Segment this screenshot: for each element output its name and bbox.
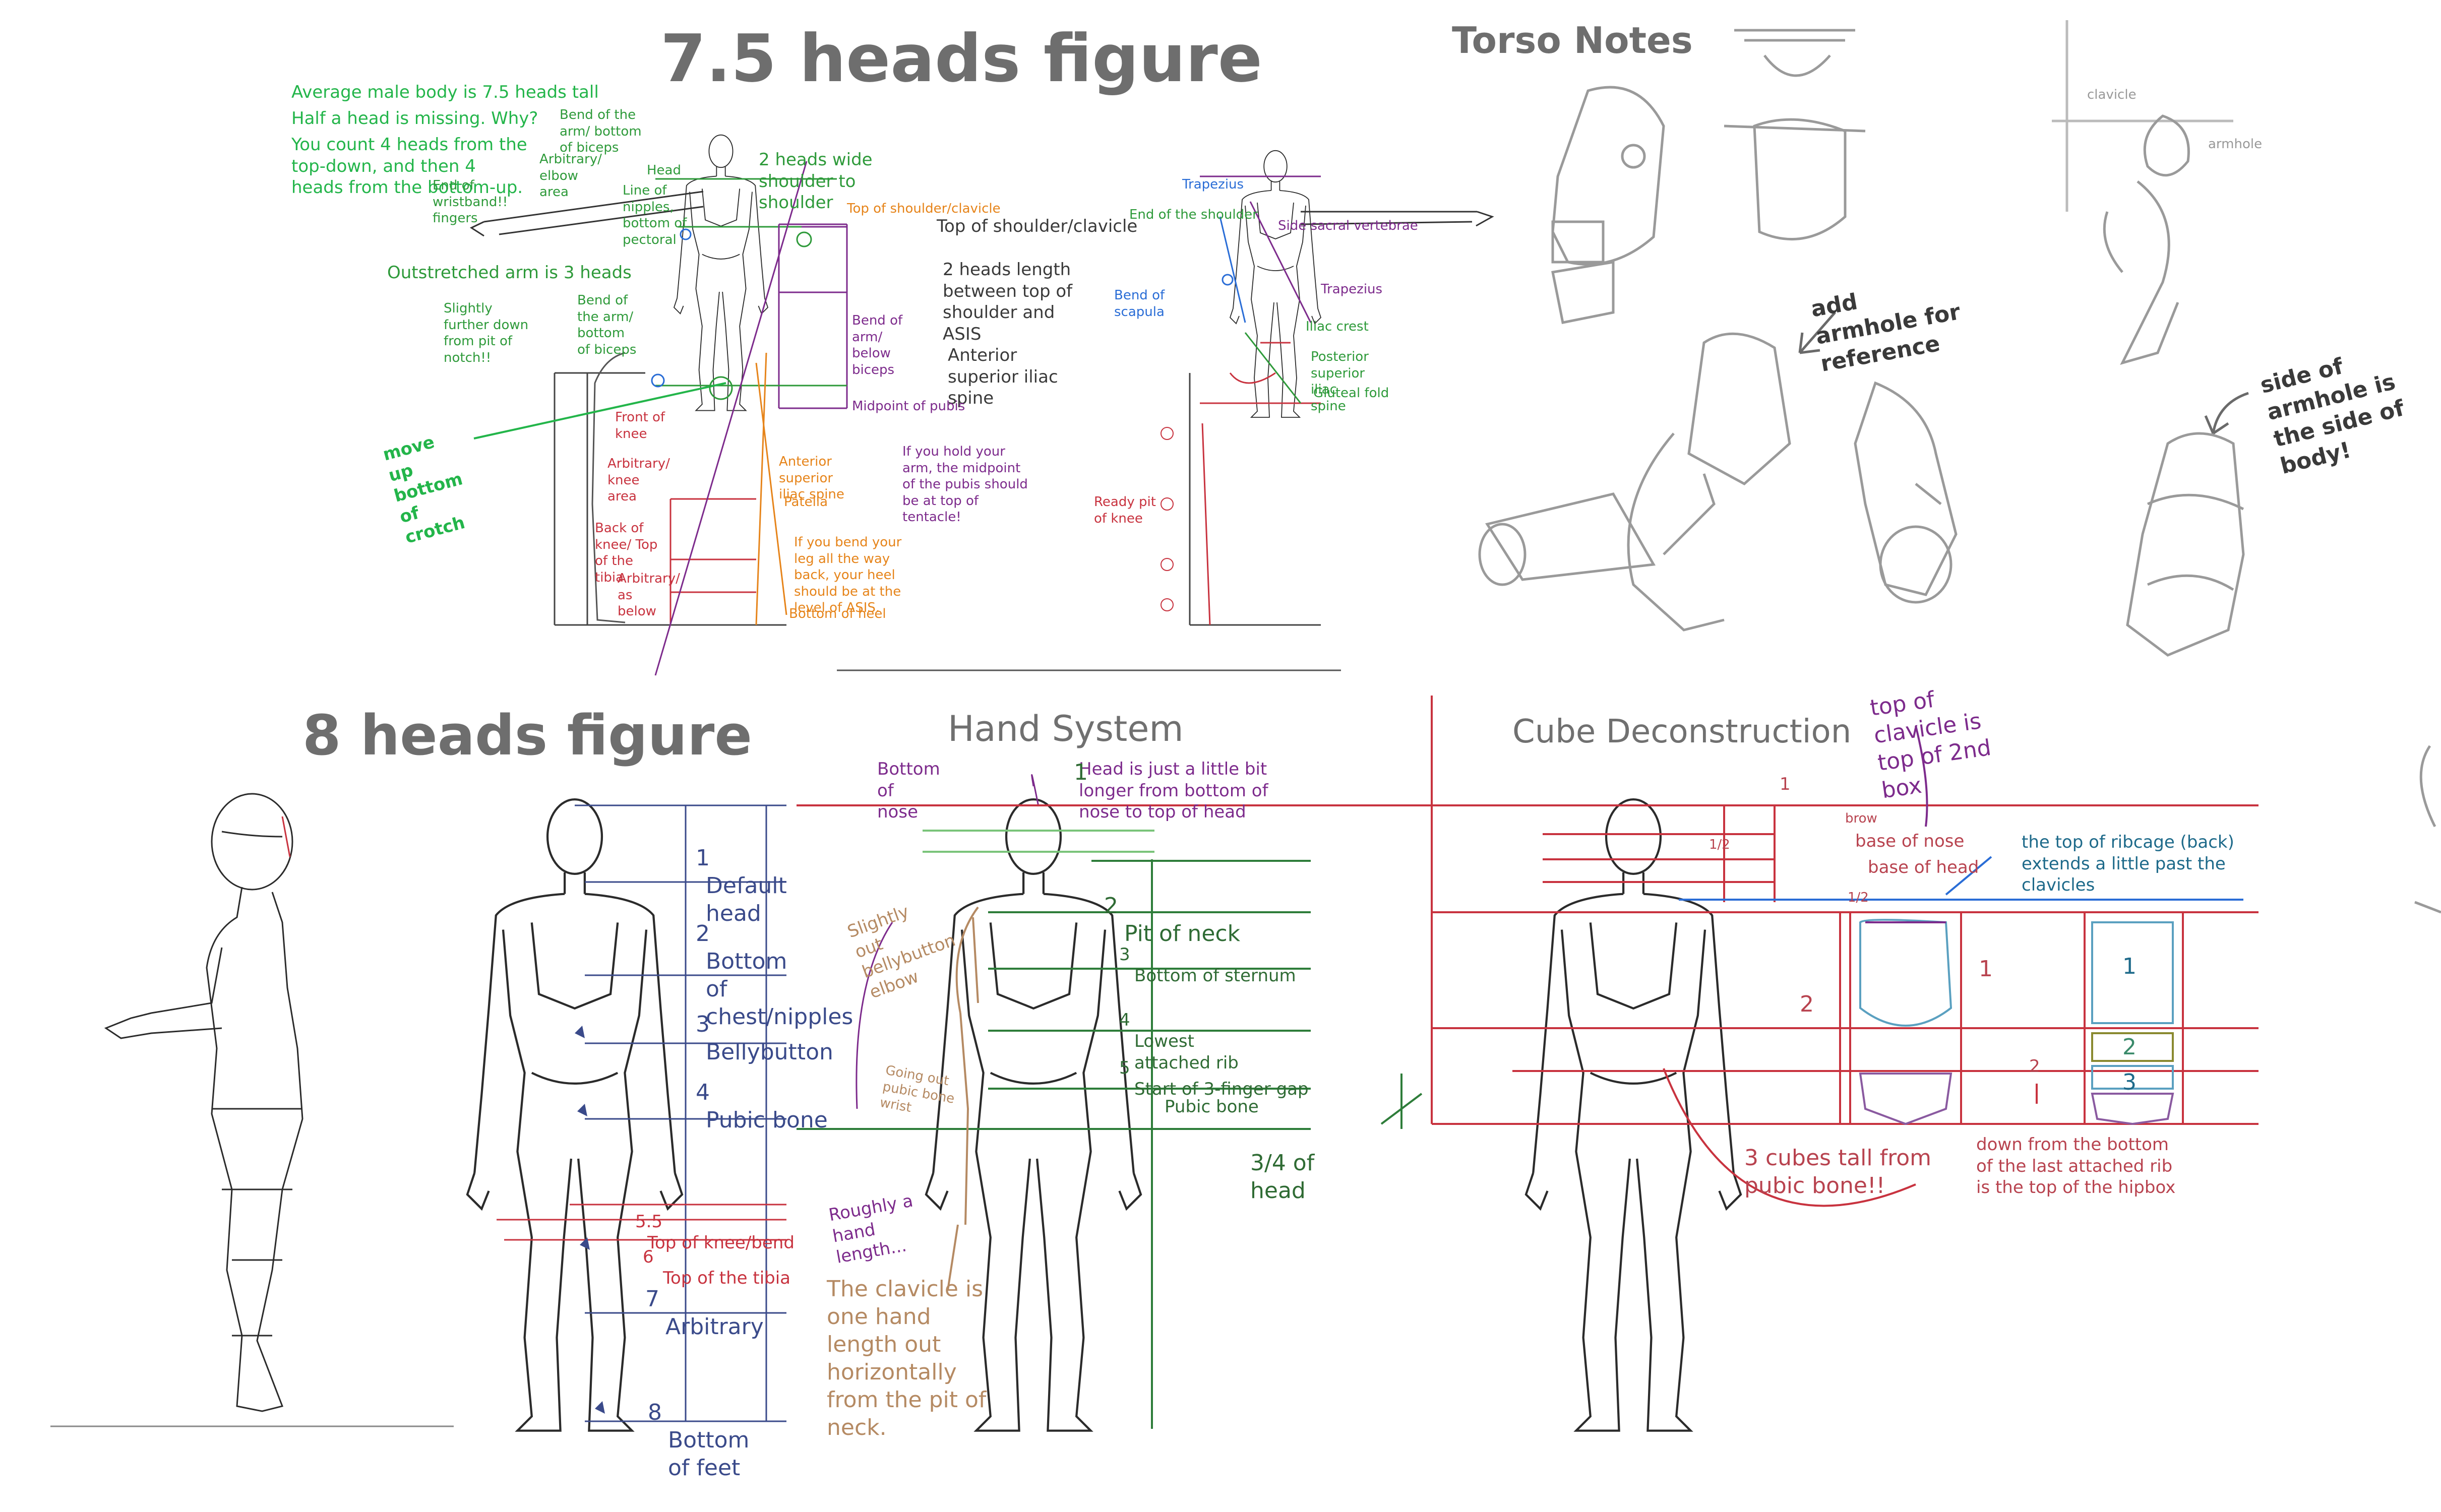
hand-label-1: 1 bbox=[1074, 759, 1088, 786]
note-bend-of-arm: Bend of the arm/ bottom of biceps bbox=[560, 107, 645, 156]
note-cube-3-box: 3 bbox=[2122, 1068, 2137, 1096]
note-cube-1-box: 1 bbox=[2122, 953, 2137, 980]
note-slightly-further: Slightly further down from pit of notch!… bbox=[444, 300, 529, 366]
note-top-shoulder-orange: Top of shoulder/clavicle bbox=[847, 201, 1001, 217]
note-three-cubes-tall: 3 cubes tall from pubic bone!! bbox=[1744, 1144, 1976, 1200]
note-if-hold-arm: If you hold your arm, the midpoint of th… bbox=[902, 444, 1033, 526]
hand-label-5: 5 Start of 3-finger gap bbox=[1119, 1036, 1309, 1100]
note-gluteal-fold: Gluteal fold bbox=[1313, 385, 1389, 402]
note-cube-2-box: 2 bbox=[2122, 1033, 2137, 1061]
note-head: Head bbox=[647, 162, 681, 179]
intro-note-2: Half a head is missing. Why? bbox=[291, 108, 538, 130]
note-armhole-torso: armhole bbox=[2208, 136, 2262, 153]
eight-label-text: Bottom of feet bbox=[668, 1426, 754, 1482]
note-cube-1-top: 1 bbox=[1780, 774, 1791, 795]
figure-cube bbox=[1526, 799, 1741, 1430]
note-cube-2: 2 bbox=[1800, 990, 1814, 1018]
note-arbitrary-below: Arbitrary/ as below bbox=[618, 571, 668, 620]
eight-label-num: 8 bbox=[648, 1399, 662, 1426]
eight-label-8: 8 Bottom of feet bbox=[648, 1331, 754, 1482]
note-bottom-heel: Bottom of heel bbox=[789, 606, 886, 622]
note-midpoint-pubis: Midpoint of pubis bbox=[852, 398, 965, 415]
note-bend-arm-below-biceps: Bend of arm/ below biceps bbox=[852, 312, 923, 378]
note-three-quarter-head: 3/4 of head bbox=[1250, 1149, 1326, 1205]
note-clavicle-hand-length: The clavicle is one hand length out hori… bbox=[827, 1275, 993, 1441]
eight-label-num: 1 bbox=[696, 845, 710, 871]
eight-label-num: 2 bbox=[696, 921, 710, 947]
note-asis: Anterior superior iliac spine bbox=[948, 345, 1069, 409]
note-cube-circle-2: 2 bbox=[2029, 1056, 2040, 1078]
note-line-nipples: Line of nipples, bottom of pectoral bbox=[623, 182, 688, 248]
note-posterior-superior: Posterior superior iliac spine bbox=[1311, 349, 1371, 414]
note-bottom-of-nose: Bottom of nose bbox=[877, 759, 938, 823]
figure-75-front bbox=[674, 135, 768, 411]
note-outstretched-arm: Outstretched arm is 3 heads bbox=[387, 262, 632, 284]
note-base-of-nose: base of nose bbox=[1855, 831, 1964, 852]
hand-label-num: 2 bbox=[1104, 893, 1118, 919]
hand-label-3: 3 Bottom of sternum bbox=[1119, 922, 1296, 987]
note-head-longer: Head is just a little bit longer from bo… bbox=[1079, 759, 1301, 823]
note-top-of-ribcage: the top of ribcage (back) extends a litt… bbox=[2022, 832, 2284, 896]
note-brow: brow bbox=[1845, 810, 1877, 827]
eight-label-num: 4 bbox=[696, 1080, 710, 1105]
note-front-of-knee: Front of knee bbox=[615, 409, 670, 442]
note-iliac-crest: Iliac crest bbox=[1306, 319, 1369, 335]
note-clavicle-torso: clavicle bbox=[2087, 87, 2137, 103]
note-base-of-head: base of head bbox=[1868, 857, 1979, 878]
eight-label-num: 3 bbox=[696, 1012, 710, 1037]
intro-note-1: Average male body is 7.5 heads tall bbox=[291, 82, 599, 103]
note-arbitrary-knee: Arbitrary/ knee area bbox=[607, 456, 663, 505]
note-trapezius: Trapezius bbox=[1182, 176, 1244, 193]
note-patella: Patella bbox=[784, 494, 828, 511]
note-bend-scapula: Bend of scapula bbox=[1114, 287, 1170, 320]
hand-label-num: 5 bbox=[1119, 1058, 1130, 1078]
eight-label-7: 7 Arbitrary bbox=[645, 1257, 764, 1341]
note-top-shoulder: Top of shoulder/clavicle bbox=[937, 216, 1137, 237]
note-end-wristband: End of wristband!! fingers bbox=[433, 177, 533, 227]
eight-label-text: Pubic bone bbox=[706, 1107, 828, 1133]
note-top-of-clavicle: top of clavicle is top of 2nd box bbox=[1868, 677, 2008, 805]
note-half-2: 1/2 bbox=[1848, 890, 1869, 906]
note-side-sacral: Side sacral vertebrae bbox=[1278, 218, 1418, 234]
figure-8-side bbox=[50, 794, 454, 1426]
note-arbitrary-elbow: Arbitrary/ elbow area bbox=[539, 151, 595, 201]
note-bend-arm-bottom-biceps: Bend of the arm/ bottom of biceps bbox=[577, 292, 638, 358]
hand-label-6: Pubic bone bbox=[1165, 1096, 1259, 1118]
eight-label-num: 7 bbox=[645, 1286, 659, 1312]
hand-label-num: 4 bbox=[1119, 1010, 1130, 1031]
note-if-bend-leg: If you bend your leg all the way back, y… bbox=[794, 534, 915, 616]
eight-label-4: 4 Pubic bone bbox=[696, 1051, 828, 1134]
hand-label-num: 3 bbox=[1119, 944, 1130, 965]
note-end-of-shoulder: End of the shoulder bbox=[1129, 207, 1258, 223]
note-back-of-knee: Ready pit of knee bbox=[1094, 494, 1165, 527]
note-cube-1-side: 1 bbox=[1979, 955, 1993, 983]
note-down-from-bottom: down from the bottom of the last attache… bbox=[1976, 1134, 2178, 1199]
note-half-1: 1/2 bbox=[1709, 837, 1730, 853]
note-trapezius-right: Trapezius bbox=[1321, 281, 1382, 298]
note-two-heads-length: 2 heads length between top of shoulder a… bbox=[943, 259, 1089, 345]
